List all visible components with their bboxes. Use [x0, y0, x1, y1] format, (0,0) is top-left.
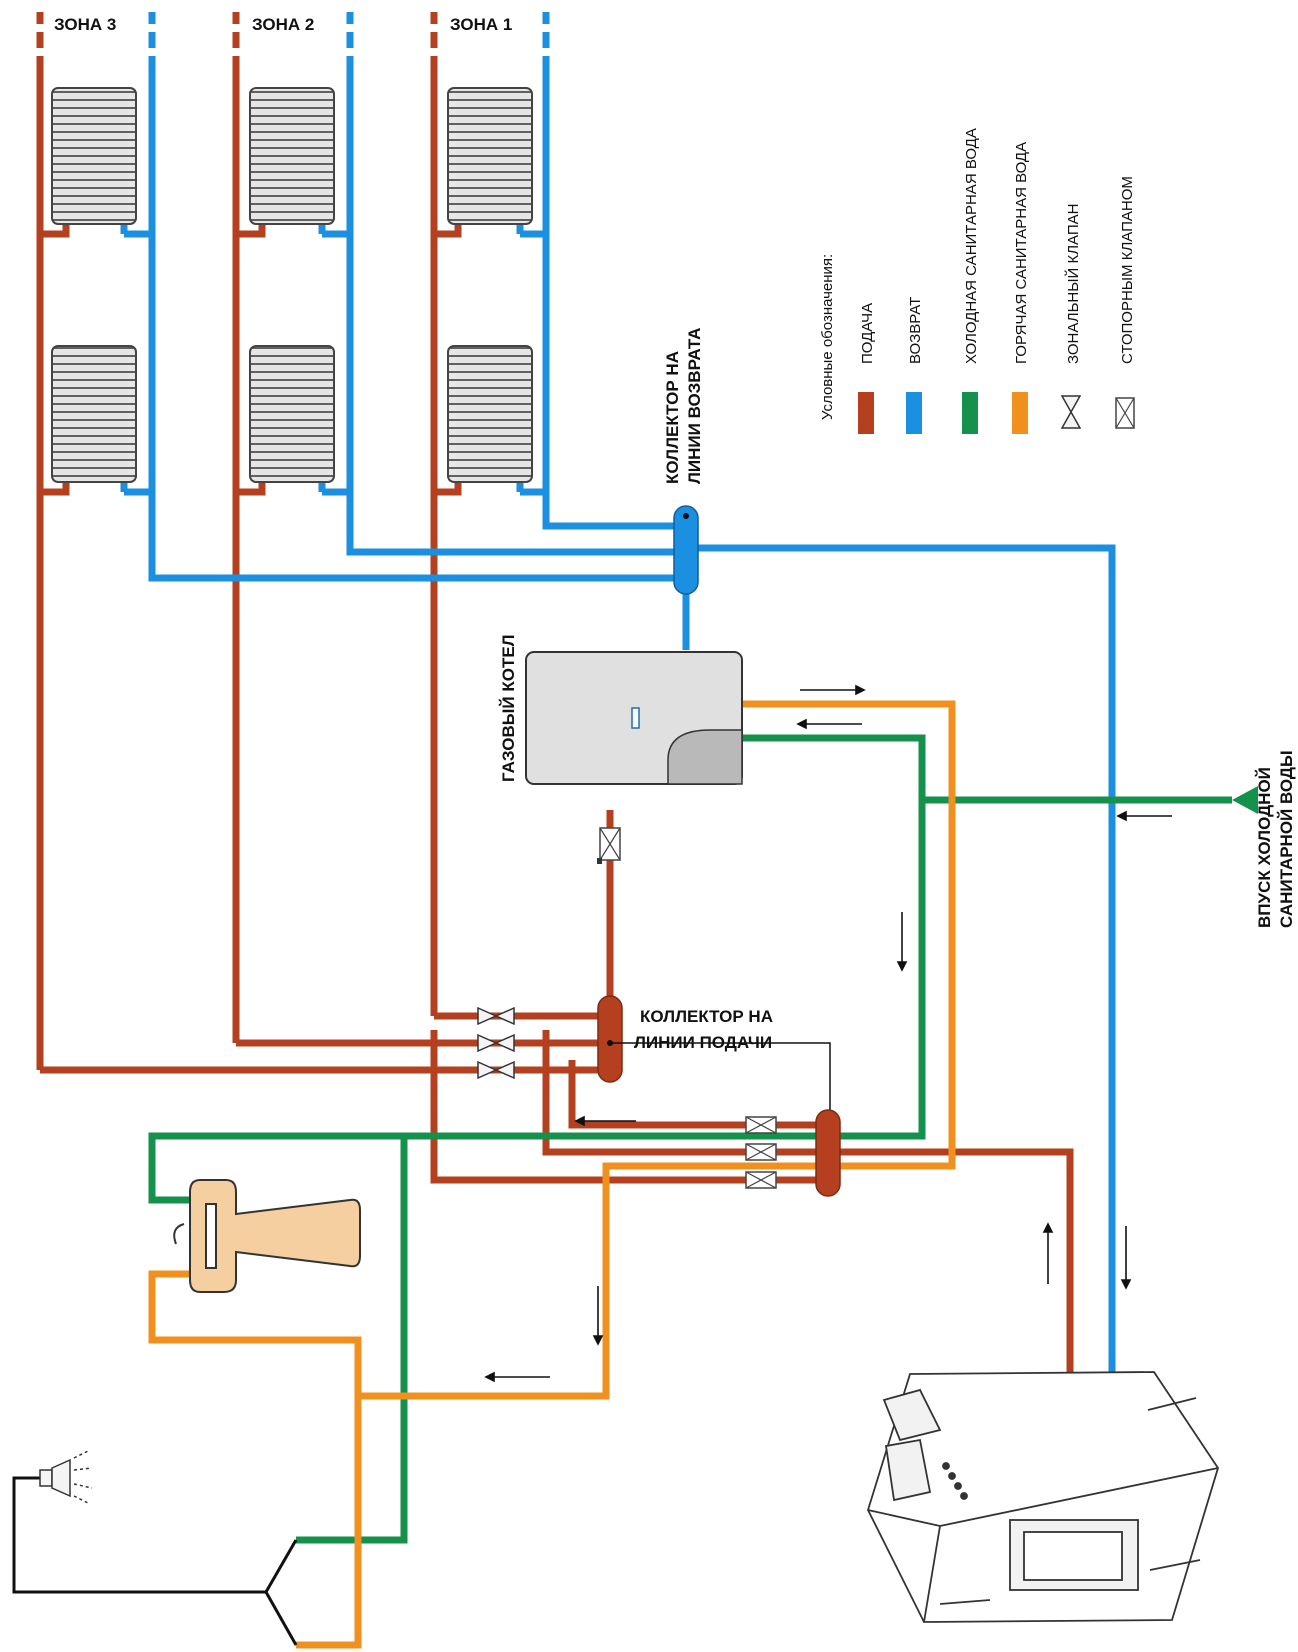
shower-head-icon [39, 1449, 93, 1505]
return-collector-label: КОЛЛЕКТОР НА ЛИНИИ ВОЗВРАТА [663, 328, 704, 484]
flow-arrow-icon [484, 1371, 550, 1383]
flow-arrow-icon [1116, 810, 1172, 822]
shower-line [12, 1476, 298, 1646]
check-valve-icon [745, 1143, 777, 1161]
zone-3-label: ЗОНА 3 [54, 15, 116, 34]
check-valve-icon [745, 1171, 777, 1189]
return-pipes [120, 56, 1116, 1382]
zone-valve-icon [477, 1006, 515, 1026]
supply-pipes [36, 56, 1074, 1382]
radiator-icon [249, 345, 335, 483]
cold-water-pipes [148, 734, 1232, 1544]
return-collector [673, 505, 699, 595]
legend-label-hot-water: ГОРЯЧАЯ САНИТАРНАЯ ВОДА [1013, 142, 1030, 364]
sink-icon [173, 1179, 361, 1293]
legend-label-cold-water: ХОЛОДНАЯ САНИТАРНАЯ ВОДА [963, 128, 980, 364]
supply-collector-label: КОЛЛЕКТОР НА ЛИНИИ ПОДАЧИ [634, 1007, 773, 1052]
radiator-icon [51, 345, 137, 483]
zone-2-label: ЗОНА 2 [252, 15, 314, 34]
zone-headers [36, 12, 550, 48]
legend-label-zone-valve: ЗОНАЛЬНЫЙ КЛАПАН [1064, 203, 1082, 364]
flow-arrow-icon [800, 684, 866, 696]
legend-title: Условные обозначения: [819, 254, 836, 420]
solid-fuel-boiler-icon [867, 1371, 1219, 1623]
legend-swatch-return [906, 392, 922, 434]
radiator-icon [447, 87, 533, 225]
radiator-icon [51, 87, 137, 225]
flow-arrow-icon [1042, 1222, 1054, 1284]
solid-fuel-collector [815, 1109, 841, 1197]
legend-swatch-supply [858, 392, 874, 434]
radiator-icon [249, 87, 335, 225]
zone-valve-icon [1060, 395, 1082, 429]
cold-water-inlet-label-2: САНИТАРНОЙ ВОДЫ [1277, 750, 1296, 928]
flow-arrow-icon [896, 912, 908, 972]
legend-label-return: ВОЗВРАТ [907, 297, 924, 364]
flow-arrow-icon [1120, 1226, 1132, 1290]
cold-water-inlet-marker [1232, 786, 1258, 814]
legend-swatch-cold-water [962, 392, 978, 434]
zone-valve-icon [477, 1033, 515, 1053]
flow-arrow-icon [592, 1286, 604, 1346]
hot-water-pipes [148, 700, 956, 1649]
check-valve-icon [1115, 397, 1135, 429]
gas-boiler-label: ГАЗОВЫЙ КОТЕЛ [499, 634, 518, 782]
legend-label-check-valve: СТОПОРНЫМ КЛАПАНОМ [1119, 176, 1136, 364]
radiator-icon [447, 345, 533, 483]
flow-arrow-icon [574, 1115, 636, 1127]
svg-text:КОЛЛЕКТОР НА: КОЛЛЕКТОР НА [640, 1007, 773, 1026]
flow-arrow-icon [796, 718, 862, 730]
legend-label-supply: ПОДАЧА [859, 303, 876, 364]
check-valve-icon [597, 827, 621, 864]
legend-swatch-hot-water [1012, 392, 1028, 434]
supply-collector [597, 995, 623, 1083]
zone-valve-icon [477, 1060, 515, 1080]
legend: Условные обозначения: ПОДАЧА ВОЗВРАТ ХОЛ… [819, 128, 1136, 434]
gas-boiler-icon [525, 651, 743, 785]
svg-text:КОЛЛЕКТОР НА: КОЛЛЕКТОР НА [663, 351, 682, 484]
svg-text:ЛИНИИ ВОЗВРАТА: ЛИНИИ ВОЗВРАТА [685, 328, 704, 484]
cold-water-inlet-label-1: ВПУСК ХОЛОДНОЙ [1255, 767, 1274, 928]
zone-1-label: ЗОНА 1 [450, 15, 512, 34]
svg-text:ЛИНИИ ПОДАЧИ: ЛИНИИ ПОДАЧИ [634, 1033, 772, 1052]
check-valve-icon [745, 1116, 777, 1134]
